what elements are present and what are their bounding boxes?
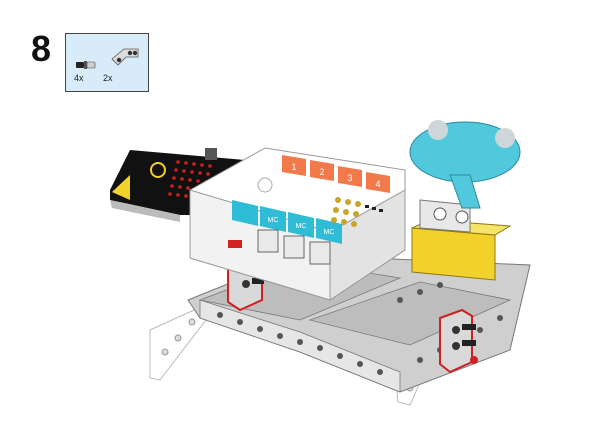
motor-assembly <box>411 199 512 281</box>
port-label: 3 <box>347 173 352 183</box>
module-label: MC <box>324 229 335 236</box>
port-label: 2 <box>319 167 324 177</box>
step-number: 8 <box>31 28 52 69</box>
angled-beam-icon <box>111 48 139 66</box>
connector-peg-icon <box>76 61 96 69</box>
port-label: 1 <box>291 162 296 172</box>
port-label: 4 <box>375 179 380 189</box>
port-tiles <box>282 155 390 193</box>
highlighted-connector-right <box>439 308 478 374</box>
part-quantity: 4x <box>74 73 84 83</box>
parts-list-box: 4x 2x <box>65 33 149 92</box>
blue-sensor <box>409 120 521 209</box>
part-quantity: 2x <box>103 73 113 83</box>
module-label: MC <box>268 217 279 224</box>
module-tiles <box>232 200 342 244</box>
expansion-board <box>189 147 406 301</box>
module-label: MC <box>296 223 307 230</box>
